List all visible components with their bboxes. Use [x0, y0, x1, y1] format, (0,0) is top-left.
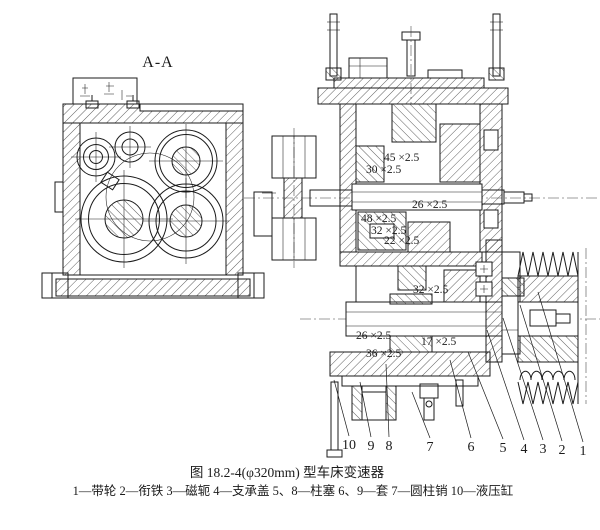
dim-45x2.5: 45 ×2.5: [384, 152, 419, 164]
callout-9: 9: [368, 439, 375, 454]
callout-10: 10: [342, 438, 356, 453]
callout-numbers: 10 9 8 7 6 5 4 3 2 1: [342, 438, 587, 459]
caption-parts-list: 1—带轮 2—衔铁 3—磁轭 4—支承盖 5、8—柱塞 6、9—套 7—圆柱销 …: [73, 483, 514, 498]
caption-title: 图 18.2-4(φ320mm) 型车床变速器: [190, 464, 385, 480]
callout-3: 3: [540, 442, 547, 457]
callout-8: 8: [386, 439, 393, 454]
front-section-view: 45 ×2.5 30 ×2.5 26 ×2.5 48 ×2.5 32 ×2.5 …: [244, 13, 600, 459]
callout-1: 1: [580, 444, 587, 459]
callout-5: 5: [500, 441, 507, 456]
middle-gear-cluster: [339, 211, 483, 305]
dim-26x2.5-lower: 26 ×2.5: [356, 330, 391, 342]
electromagnet-stack: [475, 239, 525, 363]
dim-17x2.5: 17 ×2.5: [421, 336, 456, 348]
dim-26x2.5-upper: 26 ×2.5: [412, 199, 447, 211]
housing-base: [41, 272, 265, 299]
view-label-a-a: A-A: [142, 54, 173, 71]
bottom-flange-and-cylinder: [326, 351, 491, 458]
spline-dimension-labels: 45 ×2.5 30 ×2.5 26 ×2.5 48 ×2.5 32 ×2.5 …: [356, 152, 456, 360]
dim-48x2.5: 48 ×2.5: [361, 213, 396, 225]
dim-30x2.5: 30 ×2.5: [366, 164, 401, 176]
gear-circles: [71, 124, 229, 268]
right-pulley: [517, 248, 587, 405]
dim-32x2.5-right: 32 ×2.5: [413, 284, 448, 296]
figure-caption: 图 18.2-4(φ320mm) 型车床变速器 1—带轮 2—衔铁 3—磁轭 4…: [73, 464, 514, 498]
dim-32x2.5-left: 32 ×2.5: [371, 225, 406, 237]
dim-36x2.5: 36 ×2.5: [366, 348, 401, 360]
top-studs: [325, 13, 505, 120]
upper-gear-cluster: [355, 103, 481, 183]
upper-shaft: [244, 183, 600, 211]
gearbox-housing-section: [54, 103, 276, 276]
callout-2: 2: [559, 443, 566, 458]
callout-leader-lines: [333, 291, 584, 443]
dim-22x2.5: 22 ×2.5: [384, 235, 419, 247]
section-view-a-a: A-A: [41, 54, 276, 299]
callout-4: 4: [521, 442, 528, 457]
callout-6: 6: [468, 440, 475, 455]
callout-7: 7: [427, 440, 434, 455]
